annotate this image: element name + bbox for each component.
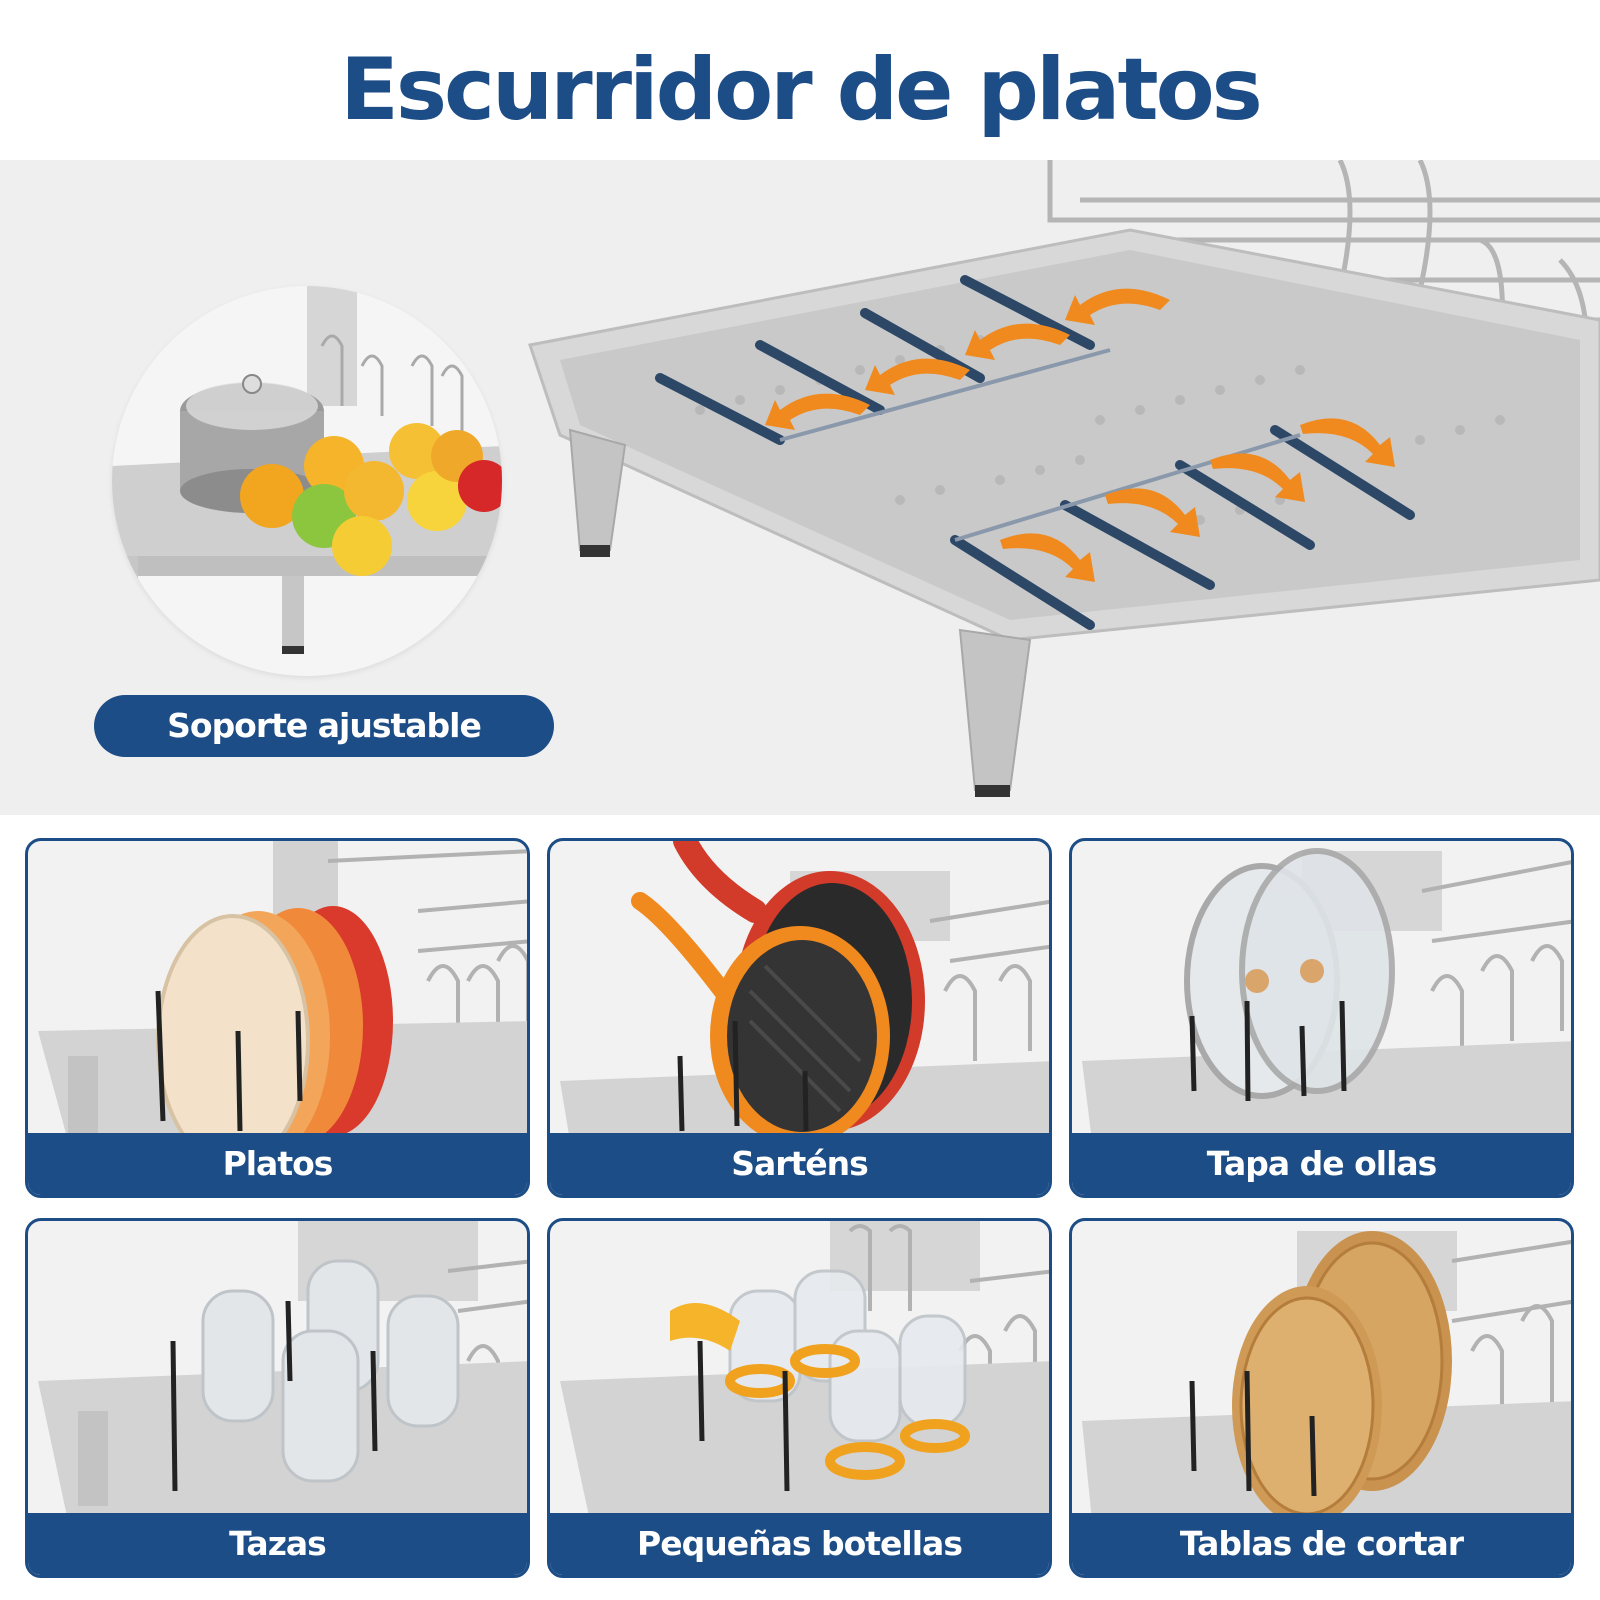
- tile-label: Tazas: [28, 1513, 527, 1575]
- cutting-boards-scene-image: [1082, 1231, 1571, 1521]
- tile-label: Sarténs: [550, 1133, 1049, 1195]
- pot-lids-scene-image: [1082, 848, 1571, 1141]
- tile-cups: Tazas: [25, 1218, 530, 1578]
- plates-scene-image: [38, 841, 527, 1141]
- tile-label: Pequeñas botellas: [550, 1513, 1049, 1575]
- tile-label: Tablas de cortar: [1072, 1513, 1571, 1575]
- tile-label: Platos: [28, 1133, 527, 1195]
- dish-rack-tray-illustration: [528, 160, 1600, 797]
- inset-fruit-pot-image: [112, 286, 502, 676]
- small-bottles-scene-image: [560, 1221, 1049, 1521]
- tile-pot-lids: Tapa de ollas: [1069, 838, 1574, 1198]
- adjustable-support-badge: Soporte ajustable: [94, 695, 554, 757]
- tile-small-bottles: Pequeñas botellas: [547, 1218, 1052, 1578]
- cups-scene-image: [38, 1221, 527, 1521]
- tile-cutting-boards: Tablas de cortar: [1069, 1218, 1574, 1578]
- tile-plates: Platos: [25, 838, 530, 1198]
- tile-label: Tapa de ollas: [1072, 1133, 1571, 1195]
- pans-scene-image: [560, 841, 1049, 1141]
- tile-pans: Sarténs: [547, 838, 1052, 1198]
- adjust-arrow-icon: [765, 288, 1395, 582]
- page-title: Escurridor de platos multifuncional: [340, 40, 1263, 260]
